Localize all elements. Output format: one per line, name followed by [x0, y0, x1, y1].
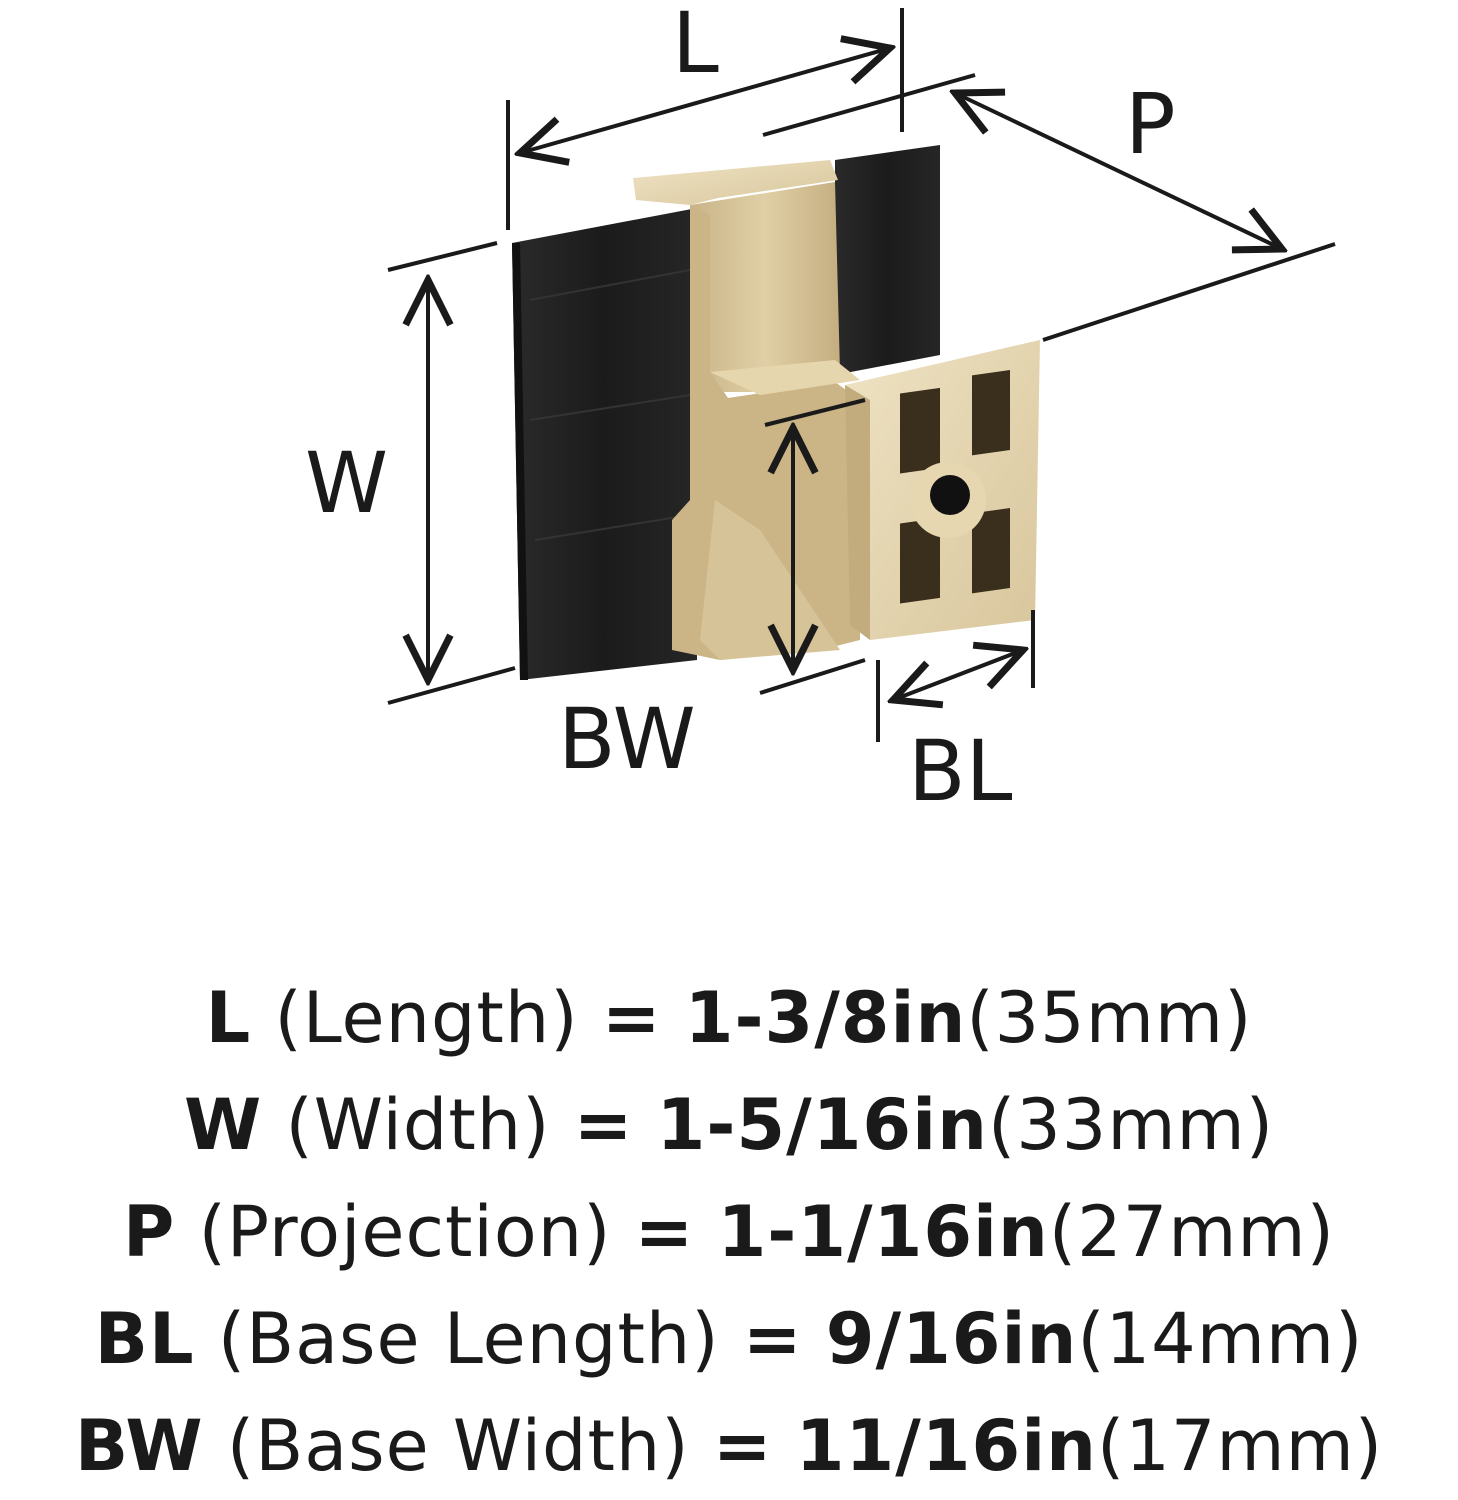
spec-imperial: 1-1/16in [717, 1191, 1049, 1273]
spec-desc: (Base Width) [226, 1405, 690, 1487]
spec-imperial: 9/16in [825, 1298, 1078, 1380]
spec-projection: P (Projection) = 1-1/16in(27mm) [0, 1179, 1458, 1286]
spec-equals: = [573, 1084, 634, 1166]
brass-base [845, 340, 1040, 640]
spec-abbr: P [123, 1191, 176, 1273]
spec-imperial: 1-5/16in [656, 1084, 988, 1166]
spec-length: L (Length) = 1-3/8in(35mm) [0, 965, 1458, 1072]
spec-equals: = [742, 1298, 803, 1380]
spec-abbr: BW [74, 1405, 204, 1487]
spec-desc: (Base Length) [217, 1298, 720, 1380]
product-dimension-diagram: L P W BW BL [305, 0, 1336, 820]
label-bl: BL [908, 722, 1013, 820]
wood-backplate-left [512, 208, 697, 680]
spec-desc: (Width) [285, 1084, 551, 1166]
spec-metric: (17mm) [1097, 1405, 1384, 1487]
spec-width: W (Width) = 1-5/16in(33mm) [0, 1072, 1458, 1179]
spec-imperial: 1-3/8in [684, 977, 967, 1059]
spec-base-length: BL (Base Length) = 9/16in(14mm) [0, 1286, 1458, 1393]
spec-equals: = [634, 1191, 695, 1273]
wood-backplate-right [835, 145, 940, 375]
spec-abbr: W [183, 1084, 263, 1166]
label-l: L [672, 0, 719, 92]
dimension-specs: L (Length) = 1-3/8in(35mm) W (Width) = 1… [0, 965, 1458, 1500]
label-bw: BW [558, 690, 696, 788]
spec-desc: (Projection) [198, 1191, 612, 1273]
spec-metric: (14mm) [1077, 1298, 1364, 1380]
spec-desc: (Length) [274, 977, 579, 1059]
spec-equals: = [601, 977, 662, 1059]
spec-abbr: L [205, 977, 252, 1059]
dimension-lines [387, 8, 1336, 742]
spec-base-width: BW (Base Width) = 11/16in(17mm) [0, 1393, 1458, 1500]
spec-metric: (35mm) [966, 977, 1253, 1059]
spec-metric: (33mm) [987, 1084, 1275, 1166]
label-p: P [1125, 75, 1176, 173]
label-w: W [305, 434, 388, 532]
spec-abbr: BL [94, 1298, 195, 1380]
spec-equals: = [712, 1405, 773, 1487]
spec-metric: (27mm) [1048, 1191, 1335, 1273]
spec-imperial: 11/16in [795, 1405, 1098, 1487]
